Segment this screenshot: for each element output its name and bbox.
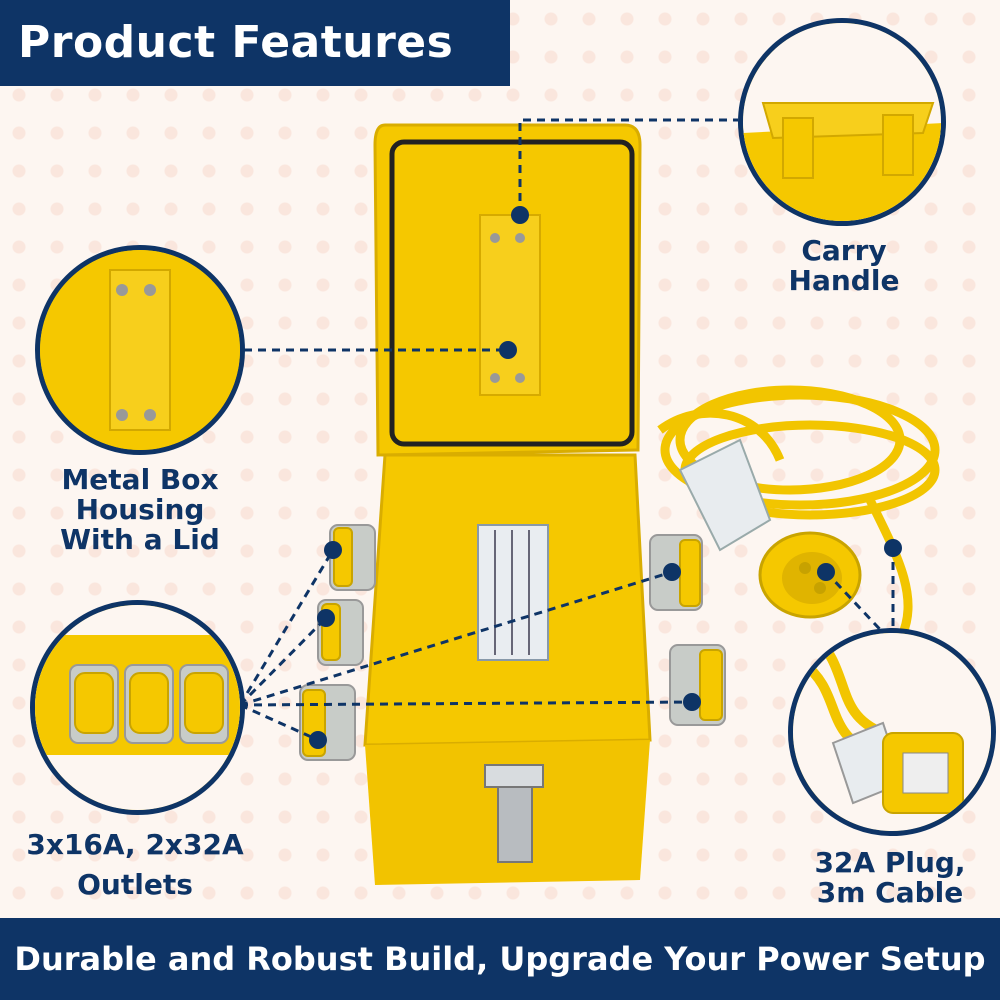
plug-detail — [788, 628, 996, 836]
connector-dots — [309, 206, 902, 749]
carry-handle-icon — [743, 23, 941, 221]
outlets-label: 3x16A, 2x32A Outlets — [26, 828, 244, 901]
plug-icon — [793, 633, 991, 831]
carry-handle-label: Carry Handle — [788, 234, 900, 297]
plug-label: 32A Plug, 3m Cable — [814, 846, 966, 909]
box-base — [363, 453, 652, 885]
metal-box-label: Metal Box Housing With a Lid — [60, 463, 220, 556]
lid-detail — [35, 245, 245, 455]
outlets-detail — [30, 600, 245, 815]
page-title: Product Features — [0, 0, 510, 86]
lid-plate-icon — [40, 250, 240, 450]
outlets-icon — [35, 605, 240, 810]
box-lid — [373, 123, 642, 457]
plug-body — [678, 438, 862, 619]
carry-handle-detail — [738, 18, 946, 226]
footer-tagline: Durable and Robust Build, Upgrade Your P… — [0, 918, 1000, 1000]
connector-lines — [238, 118, 895, 742]
